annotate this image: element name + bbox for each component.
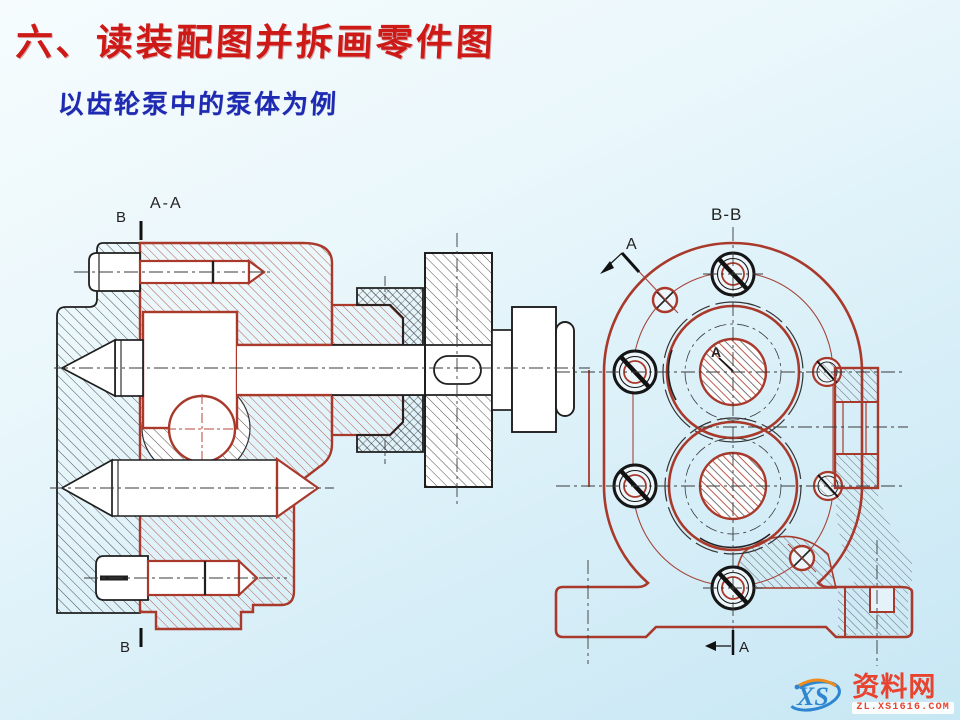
- section-view-b-b: A: [554, 205, 914, 666]
- watermark-name: 资料网: [852, 672, 937, 703]
- watermark: XS 资料网 ZL.XS1616.COM: [784, 672, 954, 716]
- foot-notch: [869, 586, 895, 613]
- section-arrow-top: [600, 251, 641, 274]
- xs-logo: XS: [787, 678, 842, 712]
- pump-body-outline: [554, 241, 914, 639]
- watermark-url[interactable]: ZL.XS1616.COM: [852, 702, 954, 714]
- hole-leader: [718, 357, 734, 372]
- gland-bushing-upper: [330, 303, 405, 347]
- gland-nut-upper: [356, 287, 424, 346]
- gland-bushing-lower: [330, 393, 405, 437]
- side-port: [833, 366, 880, 490]
- shaft-nut: [491, 306, 575, 433]
- section-arrow-top-label: A: [626, 236, 637, 253]
- section-label-bb: B-B: [711, 205, 742, 224]
- section-arrow-bottom-label: A: [739, 639, 749, 656]
- gland-nut-lower: [356, 394, 424, 453]
- section-marker-b-top: B: [116, 209, 126, 226]
- section-view-a-a: A-A B B: [50, 195, 590, 656]
- hole-label: A: [711, 344, 721, 360]
- centerlines-right: [556, 227, 908, 666]
- section-arrow-bottom: [705, 630, 735, 655]
- pump-cover: [56, 242, 141, 614]
- centerlines-left: [50, 233, 590, 579]
- section-marker-b-bottom: B: [120, 639, 130, 656]
- web-hatch-right: [836, 489, 912, 587]
- key-slot: [433, 355, 482, 385]
- pin-hole-lower-right: [787, 543, 817, 573]
- section-label-aa: A-A: [150, 195, 183, 212]
- xs-logo-text: XS: [796, 682, 829, 711]
